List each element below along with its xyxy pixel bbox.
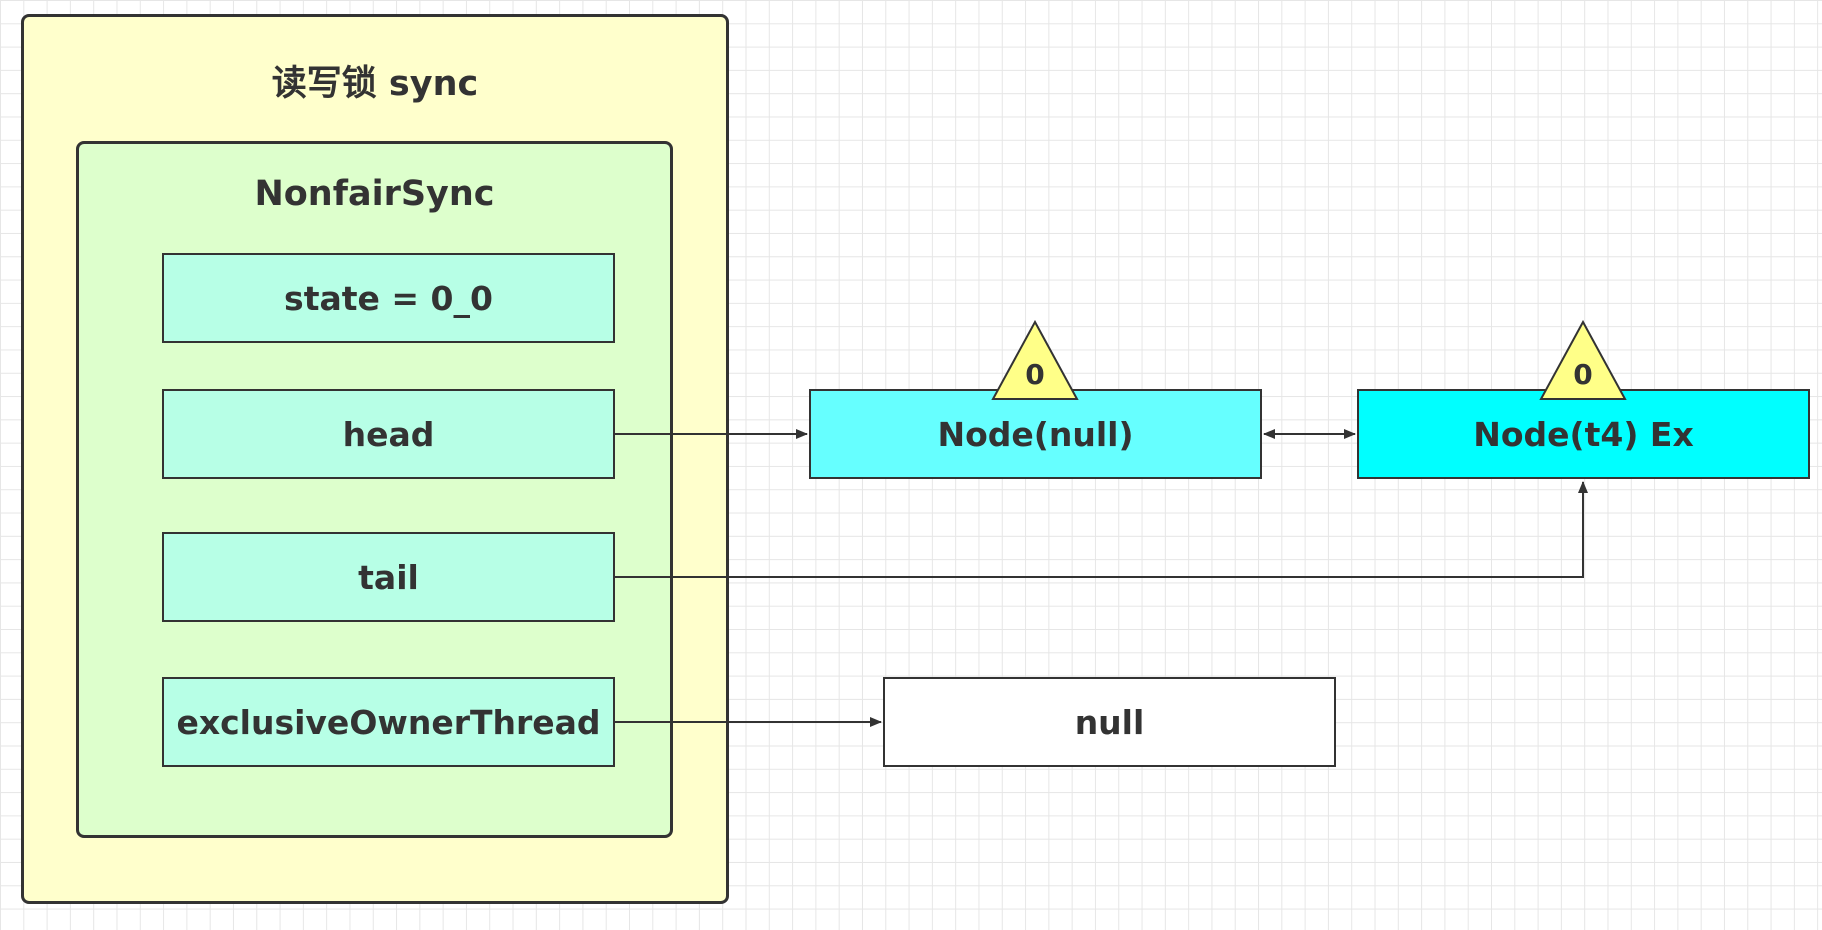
state-field: state = 0_0 bbox=[162, 253, 615, 343]
node-null: Node(null) bbox=[809, 389, 1262, 479]
wait-status-node-null: 0 bbox=[1025, 358, 1045, 391]
tail-pointer-arrow bbox=[615, 481, 1588, 578]
tail-field: tail bbox=[162, 532, 615, 622]
wait-status-marker-node-t4: 0 bbox=[1539, 320, 1627, 400]
wait-status-node-t4: 0 bbox=[1573, 358, 1593, 391]
exclusive-owner-thread-field: exclusiveOwnerThread bbox=[162, 677, 615, 767]
null-owner-box: null bbox=[883, 677, 1336, 767]
wait-status-marker-node-null: 0 bbox=[991, 320, 1079, 400]
head-field: head bbox=[162, 389, 615, 479]
sync-title: 读写锁 sync bbox=[271, 64, 479, 104]
nonfair-sync-title: NonfairSync bbox=[254, 174, 495, 214]
node-t4-exclusive: Node(t4) Ex bbox=[1357, 389, 1810, 479]
